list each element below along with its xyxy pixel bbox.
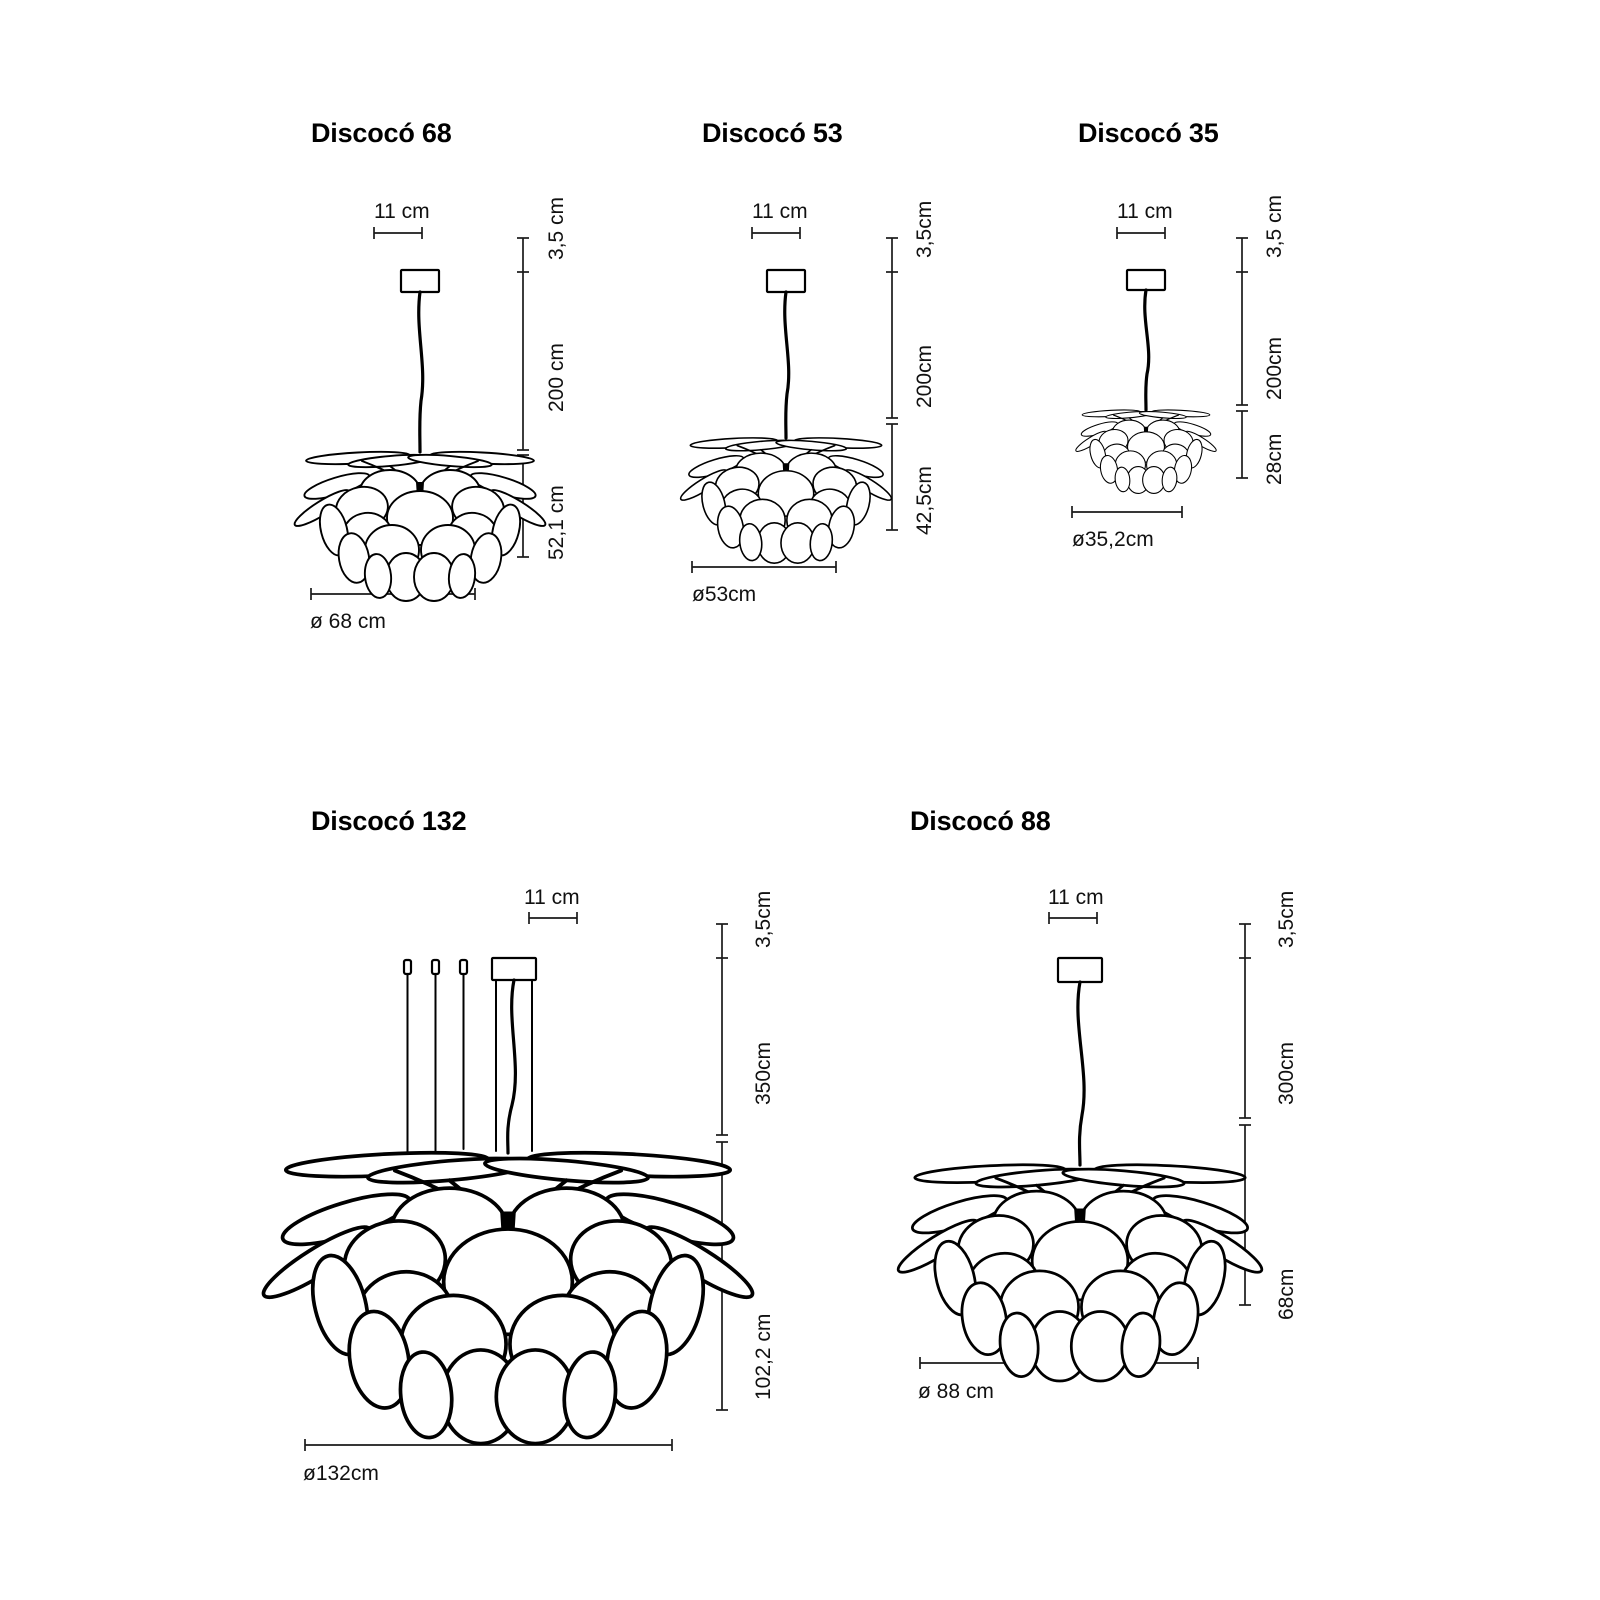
diameter-label: ø 88 cm xyxy=(918,1380,994,1403)
panel-title: Discocó 88 xyxy=(910,806,1051,836)
product-panel-discoco-53: Discocó 53 11 cm 3,5cm 200cm 42,5cm ø53c… xyxy=(620,0,1010,700)
canopy-width-label: 11 cm xyxy=(1048,886,1104,909)
lamp-drawing-discoco-88 xyxy=(896,956,1264,1383)
product-panel-discoco-88: Discocó 88 11 cm 3,5cm 300cm 68cm ø 88 c… xyxy=(820,760,1600,1600)
diameter-label: ø53cm xyxy=(692,583,757,606)
product-panel-discoco-68: Discocó 68 11 cm 3,5 cm 200 cm 52,1 cm ø… xyxy=(0,0,620,700)
suspension-cables xyxy=(402,958,469,1154)
panel-title: Discocó 53 xyxy=(702,118,843,148)
canopy-width-label: 11 cm xyxy=(374,200,430,223)
canopy-width-label: 11 cm xyxy=(524,886,580,909)
lamp-drawing-discoco-132 xyxy=(261,956,755,1446)
diameter-label: ø132cm xyxy=(303,1462,379,1485)
panel-title: Discocó 68 xyxy=(311,118,452,148)
lamp-drawing-discoco-35 xyxy=(1075,268,1217,494)
dimension-lines xyxy=(691,227,898,573)
panel-title: Discocó 35 xyxy=(1078,118,1219,148)
lamp-drawing-discoco-53 xyxy=(679,268,893,564)
diameter-label: ø 68 cm xyxy=(310,610,386,633)
canopy-width-label: 11 cm xyxy=(1117,200,1173,223)
diameter-label: ø35,2cm xyxy=(1072,528,1154,551)
dimension-lines xyxy=(1071,227,1248,518)
product-panel-discoco-35: Discocó 35 11 cm 3,5 cm 200cm 28cm ø35,2… xyxy=(1010,0,1410,700)
canopy-width-label: 11 cm xyxy=(752,200,808,223)
panel-title: Discocó 132 xyxy=(311,806,467,836)
product-panel-discoco-132: Discocó 132 11 cm 3,5cm 350cm 102,2 cm ø… xyxy=(0,760,820,1600)
lamp-drawing-discoco-68 xyxy=(293,268,547,602)
